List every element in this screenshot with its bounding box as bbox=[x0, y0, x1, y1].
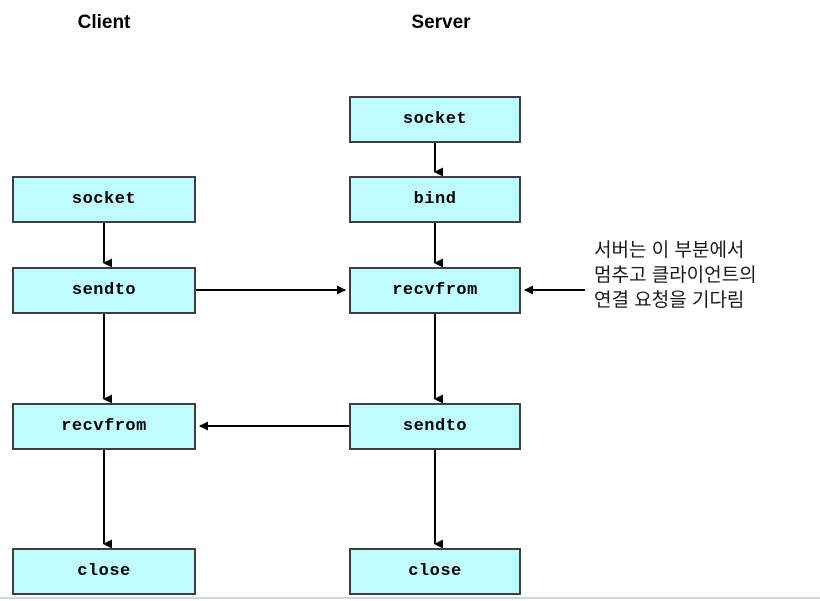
node-server-recvfrom[interactable]: recvfrom bbox=[349, 267, 521, 314]
node-label: recvfrom bbox=[61, 417, 147, 436]
node-label: close bbox=[408, 562, 462, 581]
node-client-recvfrom[interactable]: recvfrom bbox=[12, 403, 196, 450]
column-title-server: Server bbox=[411, 12, 471, 33]
footer-rule bbox=[0, 597, 820, 599]
column-title-client: Client bbox=[77, 12, 131, 33]
node-client-close[interactable]: close bbox=[12, 548, 196, 595]
node-label: socket bbox=[402, 110, 468, 129]
node-server-socket[interactable]: socket bbox=[349, 96, 521, 143]
node-label: recvfrom bbox=[392, 281, 478, 300]
node-label: sendto bbox=[71, 281, 137, 300]
node-label: sendto bbox=[402, 417, 468, 436]
node-server-sendto[interactable]: sendto bbox=[349, 403, 521, 450]
annotation-line: 멈추고 클라이언트의 bbox=[594, 265, 757, 286]
node-client-sendto[interactable]: sendto bbox=[12, 267, 196, 314]
annotation-line: 연결 요청을 기다림 bbox=[594, 290, 745, 311]
node-label: close bbox=[77, 562, 131, 581]
node-server-close[interactable]: close bbox=[349, 548, 521, 595]
node-server-bind[interactable]: bind bbox=[349, 176, 521, 223]
node-label: socket bbox=[71, 190, 137, 209]
annotation-line: 서버는 이 부분에서 bbox=[594, 240, 745, 261]
node-label: bind bbox=[413, 190, 457, 209]
node-client-socket[interactable]: socket bbox=[12, 176, 196, 223]
annotation-server-wait-note: 서버는 이 부분에서 멈추고 클라이언트의 연결 요청을 기다림 bbox=[594, 238, 757, 313]
